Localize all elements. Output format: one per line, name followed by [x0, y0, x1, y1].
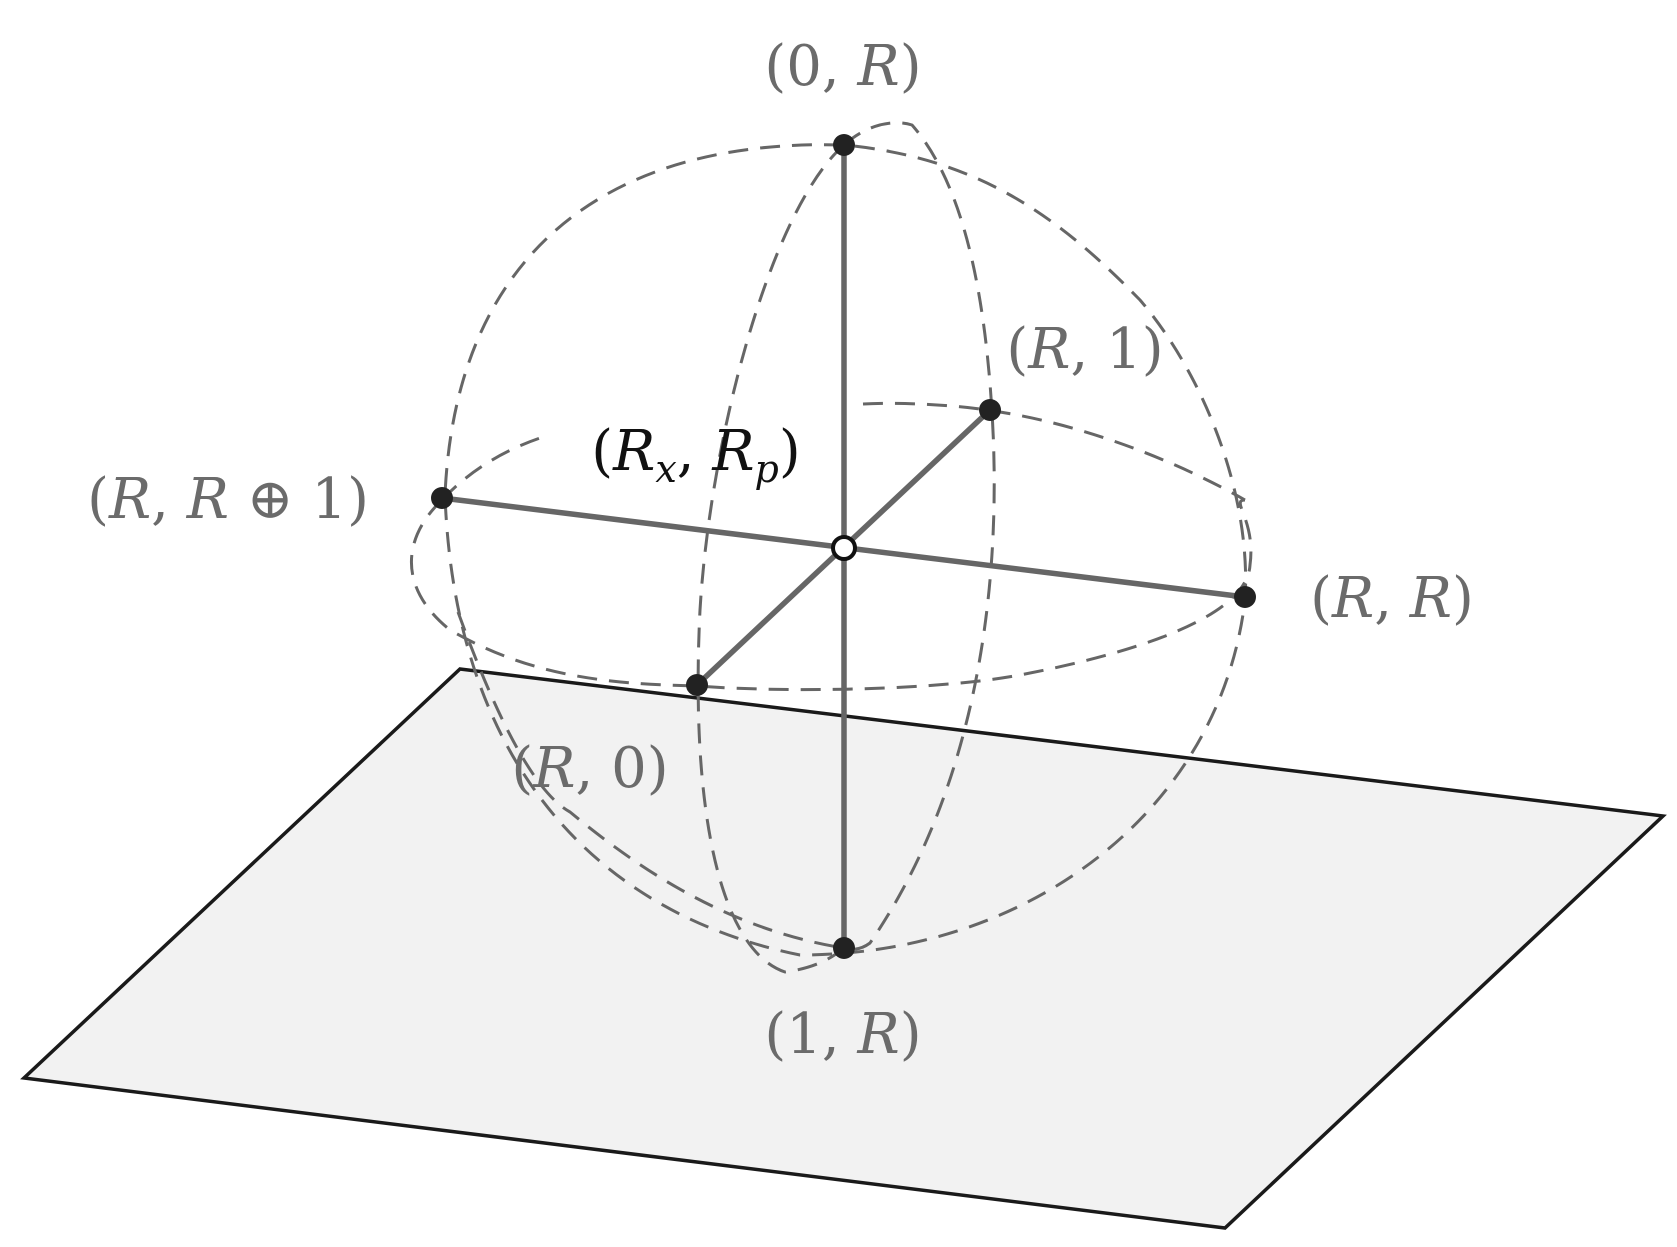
meridian-side: [456, 611, 845, 950]
point-center: [831, 535, 857, 561]
equator-front: [410, 498, 1253, 692]
point-back: [979, 399, 1001, 421]
label-top: (0, R): [764, 34, 921, 99]
label-left: (R, R ⊕ 1): [87, 467, 369, 532]
label-back: (R, 1): [1006, 317, 1163, 382]
points: [431, 134, 1256, 959]
point-top: [833, 134, 855, 156]
equator-back: [440, 401, 1246, 502]
meridian-front: [696, 143, 845, 974]
meridian-back: [843, 121, 996, 951]
label-center: (Rx, Rp): [591, 419, 800, 491]
point-bottom: [833, 937, 855, 959]
point-left: [431, 487, 453, 509]
point-front: [686, 674, 708, 696]
sphere-silhouette: [443, 143, 1248, 957]
label-bottom: (1, R): [764, 1002, 921, 1067]
sphere-outline: [410, 121, 1253, 974]
label-front: (R, 0): [511, 736, 668, 801]
label-right: (R, R): [1310, 566, 1474, 631]
point-right: [1234, 586, 1256, 608]
